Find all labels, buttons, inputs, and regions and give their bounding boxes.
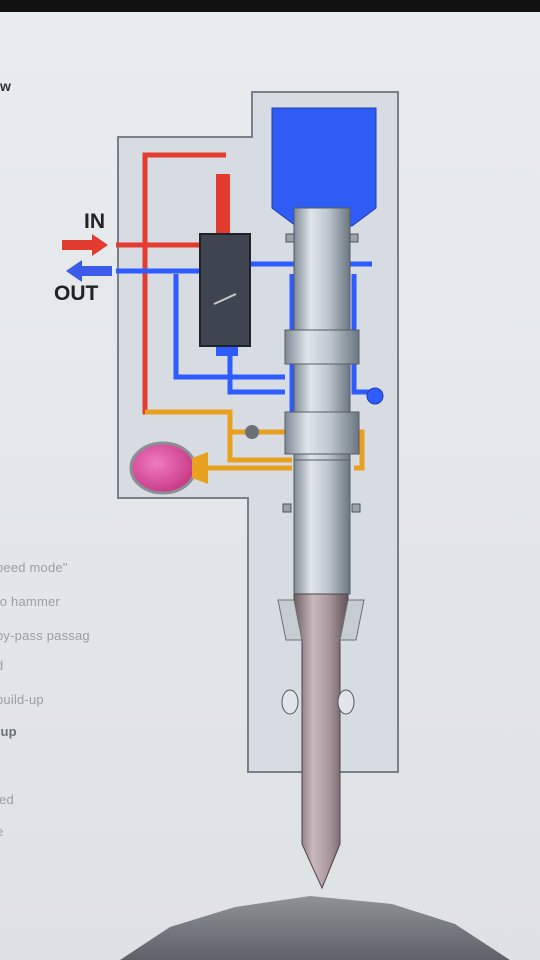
return-valve: [366, 387, 384, 405]
in-arrow: [62, 234, 108, 256]
sidebar-line: d: [0, 658, 3, 673]
heading-fragment: w: [0, 78, 11, 94]
rock: [120, 896, 510, 960]
sidebar-line: to hammer: [0, 594, 60, 609]
accumulator: [129, 441, 197, 495]
accumulator-neck: [192, 452, 208, 484]
piston-collar: [284, 329, 360, 365]
screen: w peed mode" to hammer by-pass passag d …: [0, 12, 540, 960]
sidebar-line: e: [0, 824, 3, 839]
out-arrow: [66, 260, 112, 282]
gas-chamber: [271, 107, 377, 227]
in-label: IN: [84, 210, 105, 233]
sidebar-line: peed mode": [0, 560, 68, 575]
out-label: OUT: [54, 282, 99, 305]
sidebar-line-bold: -up: [0, 724, 17, 739]
control-valve: [199, 233, 251, 347]
sidebar-line: by-pass passag: [0, 628, 90, 643]
hydraulic-hammer-diagram: [62, 91, 510, 960]
pressure-port: [216, 174, 230, 246]
sidebar-line: build-up: [0, 692, 44, 707]
piston: [293, 207, 351, 595]
check-valve: [245, 425, 259, 439]
piston-collar: [284, 411, 360, 455]
sidebar-line: led: [0, 792, 14, 807]
